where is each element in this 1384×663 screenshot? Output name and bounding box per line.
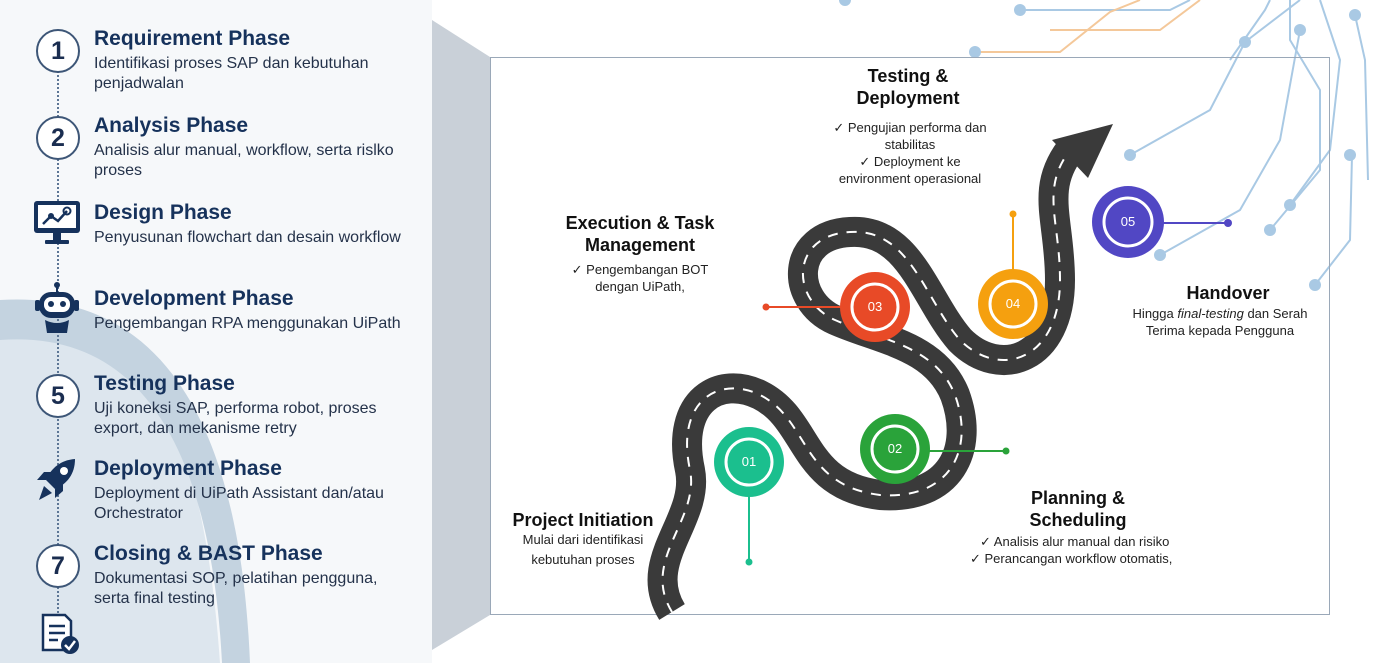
title-line: Execution & Task — [565, 213, 715, 233]
phase-list: 1 Requirement Phase Identifikasi proses … — [0, 0, 432, 663]
document-check-icon — [41, 613, 79, 654]
phase-description: Deployment di UiPath Assistant dan/atau … — [94, 485, 384, 522]
checklist-item: ✓ Pengembangan BOT — [571, 262, 709, 277]
phase-testing: 5 Testing Phase Uji koneksi SAP, perform… — [0, 371, 432, 451]
milestone-number: 04 — [1005, 296, 1021, 311]
phase-description: Uji koneksi SAP, performa robot, proses … — [94, 400, 377, 437]
checklist-item: ✓ Perancangan workflow otomatis, — [970, 551, 1173, 566]
testing-title: Testing & Deployment — [828, 65, 988, 109]
phase-title: Closing & BAST Phase — [94, 542, 323, 565]
phase-number-badge: 1 — [36, 29, 80, 73]
robot-icon — [35, 282, 79, 333]
phase-analysis: 2 Analysis Phase Analisis alur manual, w… — [0, 113, 432, 193]
checklist-item: ✓ Pengujian performa dan — [833, 120, 987, 135]
phase-title: Requirement Phase — [94, 27, 291, 50]
milestone-number: 02 — [887, 441, 903, 456]
phase-title: Deployment Phase — [94, 457, 282, 480]
planning-title: Planning & Scheduling — [998, 487, 1158, 531]
desc-text: Hingga — [1132, 306, 1178, 321]
milestone-01 — [714, 427, 784, 497]
phase-description: Analisis alur manual, workflow, serta ri… — [94, 142, 394, 179]
phase-development: Development Phase Pengembangan RPA mengg… — [0, 282, 432, 366]
title-line: Planning & — [1031, 488, 1125, 508]
phase-title: Development Phase — [94, 287, 294, 310]
title-line: Testing & — [867, 66, 949, 86]
rocket-icon — [37, 459, 75, 500]
desc-line: Hingga final-testing dan Serah — [1130, 305, 1310, 322]
phase-description: Penyusunan flowchart dan desain workflow — [94, 229, 401, 246]
desc-text: dan Serah — [1243, 306, 1308, 321]
milestone-05 — [1092, 186, 1164, 258]
desc-line: kebutuhan proses — [531, 552, 635, 567]
phase-closing: 7 Closing & BAST Phase Dokumentasi SOP, … — [0, 541, 432, 621]
project-initiation-title: Project Initiation — [512, 510, 654, 530]
handover-desc: Hingga final-testing dan Serah Terima ke… — [1130, 305, 1310, 339]
milestone-number: 05 — [1120, 214, 1136, 229]
timeline-dotted-line — [57, 60, 59, 620]
execution-title: Execution & Task Management — [545, 212, 735, 256]
checklist-item: environment operasional — [838, 171, 982, 186]
phase-description: Identifikasi proses SAP dan kebutuhan pe… — [94, 55, 369, 92]
roadmap-frame — [490, 57, 1330, 615]
desc-emphasis: final-testing — [1177, 306, 1244, 321]
desc-line: Mulai dari identifikasi — [522, 532, 644, 547]
title-line: Management — [584, 235, 696, 255]
phase-number-badge: 7 — [36, 544, 80, 588]
monitor-chart-icon — [34, 201, 80, 244]
road-arrow-head — [1052, 124, 1113, 178]
handover-title: Handover — [1186, 283, 1270, 303]
phase-number-badge: 5 — [36, 374, 80, 418]
title-line: Scheduling — [1029, 510, 1127, 530]
phase-description: Pengembangan RPA menggunakan UiPath — [94, 315, 401, 332]
milestone-02 — [860, 414, 930, 484]
testing-desc: ✓ Pengujian performa dan stabilitas ✓ De… — [815, 119, 1005, 187]
phase-design: Design Phase Penyusunan flowchart dan de… — [0, 200, 432, 280]
milestone-03 — [840, 272, 910, 342]
phase-number-badge: 2 — [36, 116, 80, 160]
phase-title: Design Phase — [94, 201, 232, 224]
phase-title: Testing Phase — [94, 372, 235, 395]
execution-desc: ✓ Pengembangan BOT dengan UiPath, — [555, 261, 725, 295]
checklist-item: dengan UiPath, — [595, 279, 685, 294]
project-initiation-desc: Mulai dari identifikasi kebutuhan proses — [500, 531, 666, 568]
checklist-item: ✓ Analisis alur manual dan risiko — [980, 534, 1170, 549]
checklist-item: ✓ Deployment ke — [859, 154, 961, 169]
phase-deployment: Deployment Phase Deployment di UiPath As… — [0, 456, 432, 536]
phase-title: Analysis Phase — [94, 114, 249, 137]
checklist-item: stabilitas — [884, 137, 936, 152]
phase-requirement: 1 Requirement Phase Identifikasi proses … — [0, 26, 432, 106]
phase-description: Dokumentasi SOP, pelatihan pengguna, ser… — [94, 570, 378, 607]
milestone-number: 01 — [741, 454, 757, 469]
milestone-04 — [978, 269, 1048, 339]
title-line: Deployment — [856, 88, 960, 108]
milestone-number: 03 — [867, 299, 883, 314]
planning-desc: ✓ Analisis alur manual dan risiko ✓ Pera… — [960, 533, 1200, 567]
desc-line: Terima kepada Pengguna — [1145, 323, 1295, 338]
